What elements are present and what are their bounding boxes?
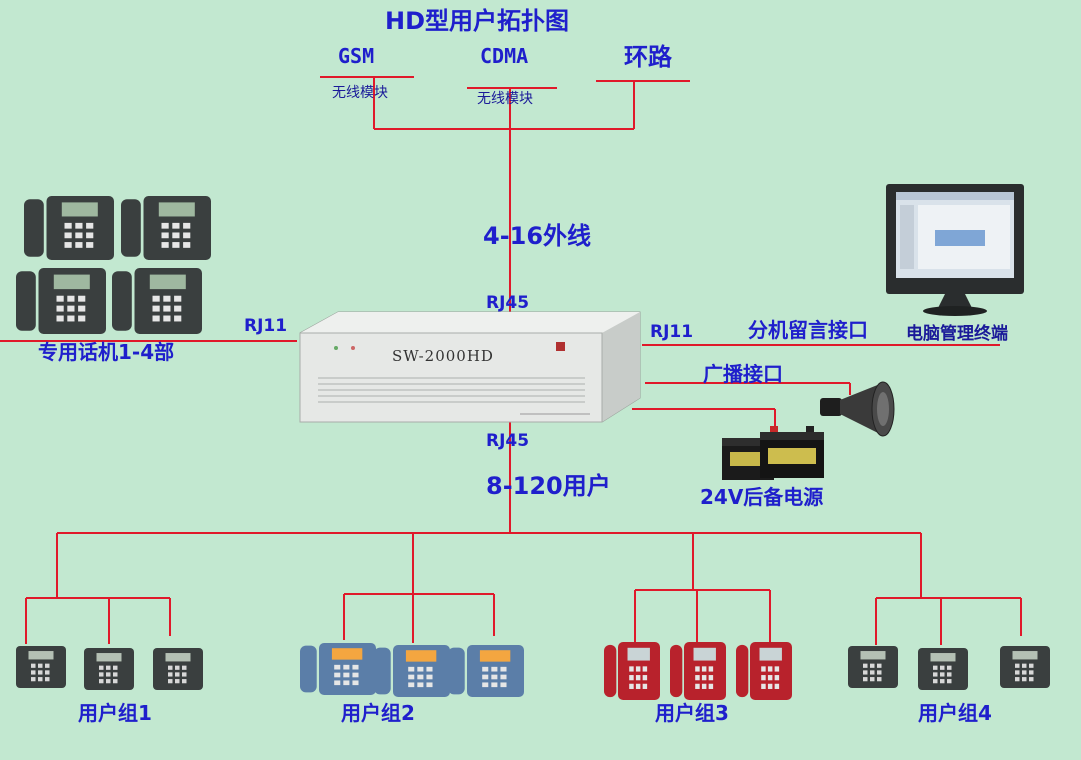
users-label: 8-120用户 [486, 472, 611, 500]
trunk-loop-label: 环路 [624, 43, 672, 71]
battery-label: 24V后备电源 [700, 485, 824, 509]
desk-phone-icon [604, 642, 660, 700]
diagram-title: HD型用户拓扑图 [385, 7, 570, 35]
user-group-1-label: 用户组1 [78, 701, 152, 725]
desk-phone-icon [736, 642, 792, 700]
desk-phone-icon [300, 643, 376, 695]
horn-speaker-icon [820, 381, 895, 437]
outside-lines-label: 4-16外线 [483, 222, 592, 250]
desk-phone-icon [374, 645, 450, 697]
trunk-cdma-sub: 无线模块 [477, 91, 533, 107]
trunk-gsm-label: GSM [338, 44, 375, 68]
desk-phone-icon [121, 196, 211, 260]
phones-layer [16, 196, 1050, 700]
monitor-icon [886, 184, 1024, 316]
desk-phone-icon [84, 648, 134, 690]
trunk-cdma-label: CDMA [480, 44, 529, 68]
trunk-gsm-sub: 无线模块 [332, 85, 388, 101]
device-model: SW-2000HD [392, 347, 494, 365]
desk-phone-icon [16, 268, 106, 334]
desk-phone-icon [848, 646, 898, 688]
extension-voicemail-label: 分机留言接口 [748, 318, 868, 342]
user-group-4-label: 用户组4 [918, 701, 992, 725]
rj11-left-label: RJ11 [244, 316, 288, 336]
battery-icon [722, 426, 824, 480]
broadcast-label: 广播接口 [703, 362, 783, 386]
desk-phone-icon [153, 648, 203, 690]
rj11-right-label: RJ11 [650, 322, 694, 342]
user-group-3-label: 用户组3 [655, 701, 729, 725]
desk-phone-icon [112, 268, 202, 334]
pc-terminal-label: 电脑管理终端 [906, 324, 1008, 344]
desk-phone-icon [670, 642, 726, 700]
rj45-top-label: RJ45 [486, 293, 530, 313]
desk-phone-icon [24, 196, 114, 260]
pbx-switch-icon [299, 311, 641, 423]
desk-phone-icon [16, 646, 66, 688]
dedicated-phones-label: 专用话机1-4部 [38, 340, 175, 364]
user-group-2-label: 用户组2 [341, 701, 415, 725]
desk-phone-icon [1000, 646, 1050, 688]
rj45-bottom-label: RJ45 [486, 431, 530, 451]
desk-phone-icon [918, 648, 968, 690]
desk-phone-icon [448, 645, 524, 697]
